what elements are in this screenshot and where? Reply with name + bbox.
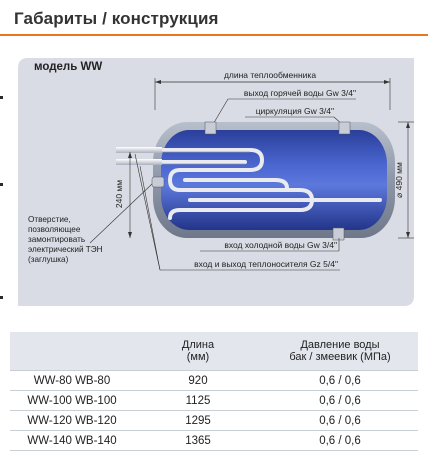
header-pressure-line-1: Давление воды xyxy=(300,339,380,351)
table-row: WW-100 WB-100 1125 0,6 / 0,6 xyxy=(10,390,418,411)
heat-carrier-label: вход и выход теплоносителя Gz 5/4" xyxy=(194,259,338,269)
cell-pressure: 0,6 / 0,6 xyxy=(262,430,418,451)
cell-pressure: 0,6 / 0,6 xyxy=(262,410,418,431)
cell-model: WW-80 WB-80 xyxy=(10,370,134,391)
cold-water-label: вход холодной воды Gw 3/4" xyxy=(224,240,337,250)
heater-opening-line-4: электрический ТЭН xyxy=(28,245,103,254)
table-row: WW-140 WB-140 1365 0,6 / 0,6 xyxy=(10,430,418,451)
title-underline xyxy=(0,34,428,36)
exchanger-length-label: длина теплообменника xyxy=(224,70,316,80)
dim-diameter-label: ⌀ 490 мм xyxy=(394,162,404,198)
cell-pressure: 0,6 / 0,6 xyxy=(262,390,418,411)
cell-length: 920 xyxy=(134,370,262,391)
hot-water-fitting xyxy=(204,121,217,135)
pipe-end-upper xyxy=(116,147,162,153)
cell-model: WW-120 WB-120 xyxy=(10,410,134,431)
cell-pressure: 0,6 / 0,6 xyxy=(262,370,418,391)
table-header-row: Длина (мм) Давление воды бак / змеевик (… xyxy=(10,332,418,371)
hot-water-label: выход горячей воды Gw 3/4" xyxy=(244,88,356,98)
circulation-fitting xyxy=(338,121,351,135)
heater-opening-line-1: Отверстие, xyxy=(28,215,71,224)
header-pressure-line-2: бак / змеевик (МПа) xyxy=(289,351,391,363)
construction-diagram: модель WW длина теплообменника выход гор… xyxy=(18,58,414,306)
margin-dot xyxy=(0,183,3,186)
cell-model: WW-140 WB-140 xyxy=(10,430,134,451)
cell-length: 1365 xyxy=(134,430,262,451)
model-label: модель WW xyxy=(34,61,102,73)
cold-water-fitting xyxy=(332,227,345,241)
margin-dot xyxy=(0,96,3,99)
circulation-label: циркуляция Gw 3/4" xyxy=(256,106,334,116)
header-model xyxy=(10,332,134,371)
pipe-end-lower xyxy=(116,159,162,165)
cell-length: 1125 xyxy=(134,390,262,411)
margin-dot xyxy=(0,296,3,299)
heater-plug xyxy=(151,176,165,188)
dim-240-label: 240 мм xyxy=(114,180,124,208)
header-pressure: Давление воды бак / змеевик (МПа) xyxy=(262,332,418,371)
header-length-line-2: (мм) xyxy=(186,351,210,363)
specs-table: Длина (мм) Давление воды бак / змеевик (… xyxy=(10,332,418,451)
heater-opening-line-2: позволяющее xyxy=(28,225,81,234)
cell-length: 1295 xyxy=(134,410,262,431)
heater-opening-line-3: замонтировать xyxy=(28,235,85,244)
header-length: Длина (мм) xyxy=(134,332,262,371)
page-title: Габариты / конструкция xyxy=(14,9,219,28)
table-row: WW-120 WB-120 1295 0,6 / 0,6 xyxy=(10,410,418,431)
heater-opening-line-5: (заглушка) xyxy=(28,255,69,264)
cell-model: WW-100 WB-100 xyxy=(10,390,134,411)
header-length-line-1: Длина xyxy=(181,339,215,351)
table-row: WW-80 WB-80 920 0,6 / 0,6 xyxy=(10,370,418,391)
